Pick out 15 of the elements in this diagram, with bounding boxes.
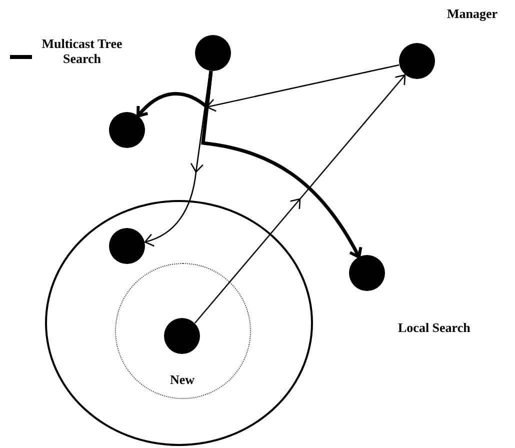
node-caption: New [170, 372, 195, 388]
node-dot [109, 228, 145, 264]
arrow [206, 64, 400, 112]
legend-label: Multicast Tree Search [40, 36, 124, 66]
arrow [201, 70, 362, 258]
range-circle [45, 200, 313, 446]
arrow [194, 74, 406, 324]
node-caption: Manager [447, 6, 498, 22]
region-label: Local Search [398, 320, 470, 336]
node-dot [195, 35, 231, 71]
node-dot [349, 255, 385, 291]
node-dot [109, 112, 145, 148]
node-dot [399, 43, 435, 79]
node-dot [164, 318, 200, 354]
range-circle [115, 263, 251, 399]
